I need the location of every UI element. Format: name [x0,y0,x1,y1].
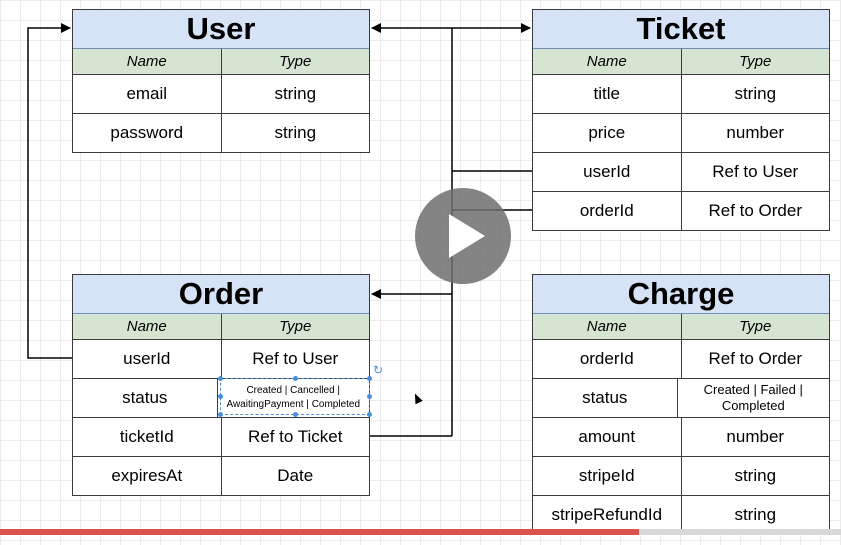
field-row: ticketId Ref to Ticket [73,418,369,457]
field-name: price [533,114,682,152]
entity-title: User [73,10,369,49]
selection-box[interactable] [218,376,372,417]
field-row: userId Ref to User [533,153,829,192]
column-header-type: Type [279,53,312,70]
resize-handle[interactable] [367,394,372,399]
entity-title: Order [73,275,369,314]
field-row: orderId Ref to Order [533,340,829,379]
column-header-name: Name [73,49,222,74]
field-name: orderId [533,340,682,378]
field-name: amount [533,418,682,456]
entity-ticket[interactable]: Ticket Name Type title string price numb… [532,9,830,231]
field-type: Created | Failed | Completed [703,382,803,413]
field-name: orderId [533,192,682,230]
field-name: userId [533,153,682,191]
field-row: status Created | Failed | Completed [533,379,829,418]
field-type: Ref to User [252,349,339,368]
resize-handle[interactable] [293,376,298,381]
field-name: password [73,114,222,152]
column-header-type: Type [279,318,312,335]
column-header-type: Type [739,318,772,335]
play-icon [449,214,485,258]
field-row: title string [533,75,829,114]
video-progress-fill [0,529,640,535]
resize-handle[interactable] [293,412,298,417]
field-type: Ref to User [712,162,799,181]
field-row: expiresAt Date [73,457,369,495]
field-type: string [274,84,317,103]
field-row: userId Ref to User [73,340,369,379]
field-name: email [73,75,222,113]
column-header-row: Name Type [73,49,369,75]
entity-user[interactable]: User Name Type email string password str… [72,9,370,153]
field-type: Ref to Ticket [248,427,343,446]
field-name: ticketId [73,418,222,456]
field-name: expiresAt [73,457,222,495]
field-row: stripeId string [533,457,829,496]
resize-handle[interactable] [367,376,372,381]
field-name: status [73,379,218,417]
field-type: Date [277,466,314,485]
entity-charge[interactable]: Charge Name Type orderId Ref to Order st… [532,274,830,535]
field-row: password string [73,114,369,152]
video-progress-bar[interactable] [0,529,841,535]
column-header-row: Name Type [533,314,829,340]
resize-handle[interactable] [218,394,223,399]
resize-handle[interactable] [218,376,223,381]
field-type: number [726,123,785,142]
field-name: stripeId [533,457,682,495]
entity-title: Ticket [533,10,829,49]
field-name: userId [73,340,222,378]
field-type: number [726,427,785,446]
field-row: email string [73,75,369,114]
column-header-name: Name [533,49,682,74]
column-header-type: Type [739,53,772,70]
field-row: price number [533,114,829,153]
rotate-icon[interactable]: ↻ [373,363,384,377]
play-button[interactable] [415,188,511,284]
field-type[interactable]: Created | Cancelled | AwaitingPayment | … [226,385,361,410]
resize-handle[interactable] [367,412,372,417]
field-type: string [274,123,317,142]
field-row: status Created | Cancelled | AwaitingPay… [73,379,369,418]
field-name: stripeRefundId [533,496,682,534]
connector-order-user [27,23,72,359]
field-type: Ref to Order [708,349,803,368]
field-row: orderId Ref to Order [533,192,829,230]
field-row: amount number [533,418,829,457]
resize-handle[interactable] [218,412,223,417]
column-header-row: Name Type [533,49,829,75]
column-header-row: Name Type [73,314,369,340]
field-name: title [533,75,682,113]
entity-order[interactable]: Order Name Type userId Ref to User statu… [72,274,370,496]
column-header-name: Name [533,314,682,339]
field-type: string [734,466,777,485]
field-type: Ref to Order [708,201,803,220]
entity-title: Charge [533,275,829,314]
field-type: string [734,505,777,524]
column-header-name: Name [73,314,222,339]
field-type: string [734,84,777,103]
field-name: status [533,379,678,417]
